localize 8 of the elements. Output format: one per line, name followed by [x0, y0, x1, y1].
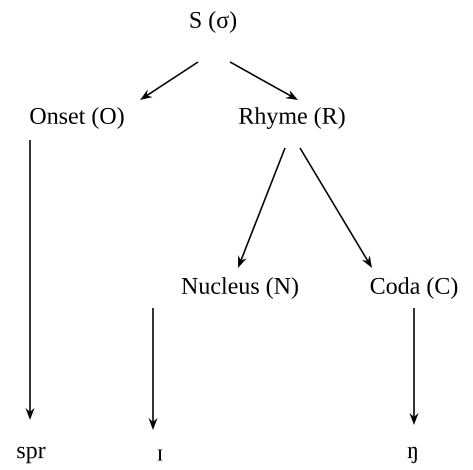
constituent-label: Rhyme (R) — [239, 107, 345, 129]
segment-label: ŋ — [408, 446, 417, 464]
constituent-label: Onset (O) — [30, 107, 124, 129]
syllable-label: S (σ) — [190, 11, 236, 33]
segment-label: spr — [17, 446, 46, 464]
segment-label: ɪ — [158, 449, 162, 460]
constituent-label: Nucleus (N) — [182, 277, 298, 299]
constituent-label: Coda (C) — [370, 277, 458, 299]
